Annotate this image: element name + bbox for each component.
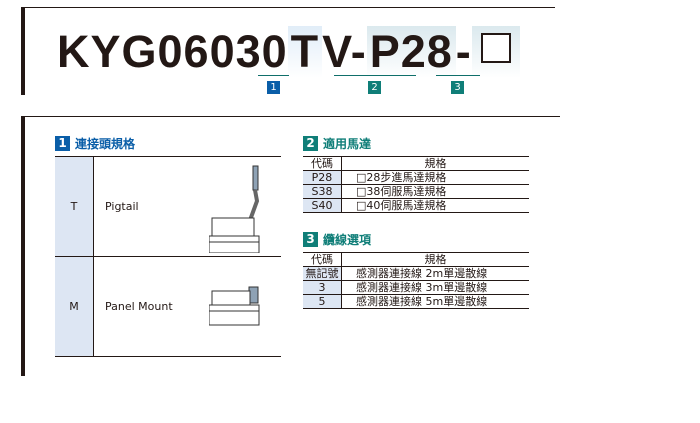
- table-row: T Pigtail: [55, 156, 281, 257]
- model-mid: V-: [322, 26, 367, 77]
- table-row: 無記號感測器連接線 2m單邊散線: [303, 266, 529, 281]
- header-code: 代碼: [303, 252, 342, 267]
- section1-num: 1: [55, 136, 70, 151]
- table-row: S38□38伺服馬達規格: [303, 184, 529, 199]
- section2-heading: 2 適用馬達: [303, 135, 371, 152]
- pigtail-image: [209, 165, 260, 253]
- top-bar: [21, 7, 25, 95]
- code-cell: P28: [303, 170, 342, 185]
- motor-table: 代碼規格 P28□28步進馬達規格 S38□38伺服馬達規格 S40□40伺服馬…: [303, 156, 529, 213]
- marker-3: 3: [451, 81, 464, 94]
- header-spec: 規格: [341, 252, 529, 267]
- top-rule: [25, 7, 555, 8]
- section2-title: 適用馬達: [323, 137, 372, 151]
- spec-cell: □40伺服馬達規格: [341, 198, 529, 213]
- section1-title: 連接頭規格: [75, 137, 136, 151]
- model-part-motor: P28: [366, 26, 456, 78]
- underline-2: [334, 75, 416, 76]
- marker-1: 1: [267, 81, 280, 94]
- spec-cell: 感測器連接線 3m單邊散線: [341, 280, 529, 295]
- code-cell: 3: [303, 280, 342, 295]
- model-number: KYG06030 T V- P28 -: [57, 26, 520, 78]
- underline-1: [258, 75, 289, 76]
- model-prefix: KYG06030: [57, 26, 288, 77]
- model-part-connector: T: [287, 26, 323, 78]
- panel-mount-image: [209, 286, 260, 326]
- desc-text: Panel Mount: [105, 300, 173, 313]
- header-spec: 規格: [341, 156, 529, 171]
- underline-3: [436, 75, 480, 76]
- section3-title: 纜線選項: [323, 233, 372, 247]
- section1-heading: 1 連接頭規格: [55, 135, 135, 152]
- header-code: 代碼: [303, 156, 342, 171]
- section3-num: 3: [303, 232, 318, 247]
- desc-cell: Panel Mount: [93, 256, 281, 357]
- spec-cell: □38伺服馬達規格: [341, 184, 529, 199]
- marker-2: 2: [368, 81, 381, 94]
- section3-heading: 3 纜線選項: [303, 231, 371, 248]
- section-rule: [22, 116, 560, 117]
- connector-table: T Pigtail M Panel Mount: [55, 156, 281, 357]
- code-cell: S38: [303, 184, 342, 199]
- spec-cell: 感測器連接線 2m單邊散線: [341, 266, 529, 281]
- code-cell: M: [55, 256, 94, 357]
- model-sep: -: [455, 26, 472, 77]
- code-cell: 5: [303, 294, 342, 309]
- desc-text: Pigtail: [105, 200, 139, 213]
- table-row: S40□40伺服馬達規格: [303, 198, 529, 213]
- section2-num: 2: [303, 136, 318, 151]
- code-cell: T: [55, 156, 94, 257]
- desc-cell: Pigtail: [93, 156, 281, 257]
- table-row: M Panel Mount: [55, 256, 281, 357]
- model-part-cable-box: [480, 33, 511, 63]
- spec-cell: □28步進馬達規格: [341, 170, 529, 185]
- code-cell: 無記號: [303, 266, 342, 281]
- table-row: P28□28步進馬達規格: [303, 170, 529, 185]
- section-bar: [21, 116, 25, 376]
- spec-cell: 感測器連接線 5m單邊散線: [341, 294, 529, 309]
- code-cell: S40: [303, 198, 342, 213]
